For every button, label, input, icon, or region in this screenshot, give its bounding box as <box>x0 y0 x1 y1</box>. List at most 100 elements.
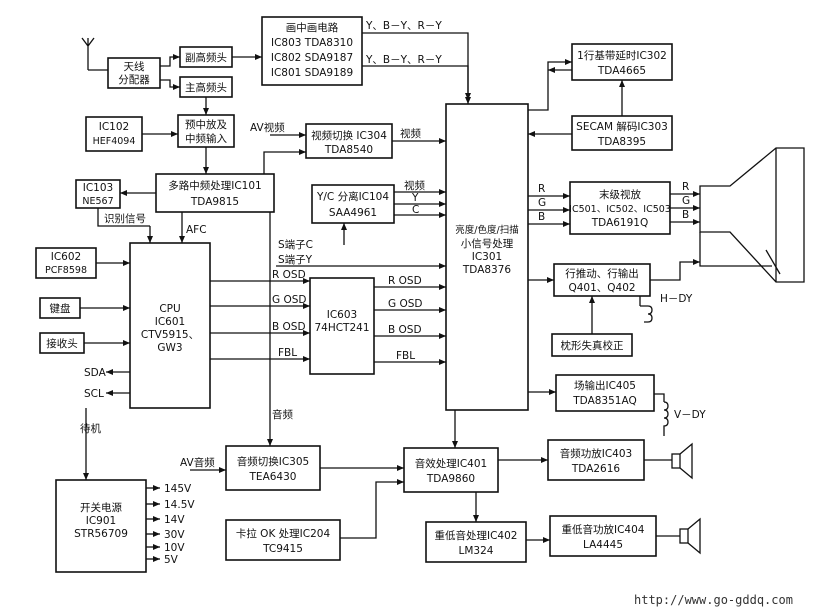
switching-power-supply: 开关电源 IC901 STR56709 <box>55 479 147 573</box>
svg-text:IC801 SDA9189: IC801 SDA9189 <box>271 67 353 79</box>
speaker-icon <box>671 442 693 480</box>
svg-text:场输出IC405: 场输出IC405 <box>574 379 636 392</box>
svg-text:IC803 TDA8310: IC803 TDA8310 <box>271 37 353 49</box>
bass-speaker-icon <box>679 517 701 555</box>
svg-text:SECAM 解码IC303: SECAM 解码IC303 <box>576 120 668 133</box>
svg-text:亮度/色度/扫描: 亮度/色度/扫描 <box>455 224 519 236</box>
svg-text:重低音功放IC404: 重低音功放IC404 <box>562 523 645 536</box>
svg-text:TDA8376: TDA8376 <box>462 264 512 276</box>
svg-text:末级视放: 末级视放 <box>599 188 641 201</box>
svg-text:LM324: LM324 <box>459 545 494 557</box>
antenna-splitter: 天线 分配器 <box>107 57 161 89</box>
svg-text:1行基带延时IC302: 1行基带延时IC302 <box>577 49 667 62</box>
bass-processor-ic402: 重低音处理IC402 LM324 <box>425 521 527 563</box>
label-c: C <box>412 204 419 216</box>
label-standby: 待机 <box>80 422 101 435</box>
label-14-5v: 14.5V <box>164 499 195 511</box>
ic103-block: IC103 NE567 <box>75 179 121 209</box>
svg-text:天线: 天线 <box>124 60 145 73</box>
label-g-osd-2: G OSD <box>388 298 423 310</box>
horizontal-output-stage: 行推动、行输出 Q401、Q402 <box>553 263 651 297</box>
svg-text:TDA4665: TDA4665 <box>597 65 646 77</box>
svg-text:TDA2616: TDA2616 <box>571 463 621 475</box>
svg-text:键盘: 键盘 <box>50 302 71 315</box>
svg-text:主高频头: 主高频头 <box>185 81 227 94</box>
sub-tuner: 副高频头 <box>179 46 233 68</box>
label-y: Y <box>411 192 419 204</box>
svg-text:CPU: CPU <box>159 303 180 315</box>
label-av-video: AV视频 <box>250 121 285 134</box>
label-fbl-2: FBL <box>396 350 415 362</box>
svg-text:STR56709: STR56709 <box>74 528 128 540</box>
svg-text:TDA6191Q: TDA6191Q <box>591 217 648 229</box>
svg-text:音频切换IC305: 音频切换IC305 <box>237 455 309 468</box>
label-afc: AFC <box>186 224 207 236</box>
svg-text:多路中频处理IC101: 多路中频处理IC101 <box>168 179 261 192</box>
svg-text:IC602: IC602 <box>51 251 81 263</box>
svg-text:视频切换 IC304: 视频切换 IC304 <box>311 129 387 142</box>
svg-text:SAA4961: SAA4961 <box>329 207 377 219</box>
video-output-stage: 末级视放 IC501、IC502、IC503 TDA6191Q <box>569 181 671 235</box>
ir-receiver: 接收头 <box>39 332 85 354</box>
svg-text:分配器: 分配器 <box>118 74 150 86</box>
svg-text:副高频头: 副高频头 <box>185 51 227 64</box>
cpu-ic601: CPU IC601 CTV5915、 GW3 <box>129 242 211 409</box>
label-h-dy: H－DY <box>660 293 693 305</box>
svg-text:TDA8540: TDA8540 <box>324 144 373 156</box>
label-b-osd-1: B OSD <box>272 321 306 333</box>
svg-text:IC102: IC102 <box>99 121 129 133</box>
svg-text:预中放及: 预中放及 <box>185 118 227 131</box>
label-g-out: G <box>682 195 690 207</box>
main-tuner: 主高频头 <box>179 76 233 98</box>
label-audio: 音频 <box>272 408 293 421</box>
svg-text:TC9415: TC9415 <box>262 543 303 555</box>
label-r-in: R <box>538 183 545 195</box>
svg-text:小信号处理: 小信号处理 <box>461 238 514 250</box>
main-signal-processor-ic301: 亮度/色度/扫描 小信号处理 IC301 TDA8376 <box>445 103 529 411</box>
svg-text:NE567: NE567 <box>82 196 113 207</box>
svg-text:PCF8598: PCF8598 <box>45 265 87 276</box>
label-5v: 5V <box>164 554 179 566</box>
svg-text:GW3: GW3 <box>157 342 182 354</box>
ic603-buffer: IC603 74HCT241 <box>309 277 375 375</box>
field-output-ic405: 场输出IC405 TDA8351AQ <box>555 374 655 412</box>
bass-amplifier-ic404: 重低音功放IC404 LA4445 <box>549 515 657 557</box>
keypad: 键盘 <box>39 297 81 319</box>
svg-text:TDA9860: TDA9860 <box>426 473 475 485</box>
svg-text:中频输入: 中频输入 <box>185 132 227 145</box>
audio-amplifier-ic403: 音频功放IC403 TDA2616 <box>547 439 645 481</box>
video-switch-ic304: 视频切换 IC304 TDA8540 <box>305 123 393 159</box>
svg-text:LA4445: LA4445 <box>583 539 623 551</box>
yc-separator-ic104: Y/C 分离IC104 SAA4961 <box>311 184 395 224</box>
svg-text:开关电源: 开关电源 <box>80 501 122 514</box>
antenna-icon <box>81 37 108 71</box>
svg-text:IC103: IC103 <box>83 182 113 194</box>
label-145v: 145V <box>164 483 192 495</box>
svg-text:画中画电路: 画中画电路 <box>286 21 339 34</box>
svg-text:IC601: IC601 <box>155 316 185 328</box>
svg-text:音效处理IC401: 音效处理IC401 <box>415 457 487 470</box>
label-av-audio: AV音频 <box>180 456 215 469</box>
label-video-2: 视频 <box>404 179 425 192</box>
line-delay-ic302: 1行基带延时IC302 TDA4665 <box>571 43 673 81</box>
svg-text:74HCT241: 74HCT241 <box>314 322 369 334</box>
preamp-if-input: 预中放及 中频输入 <box>177 114 235 148</box>
label-30v: 30V <box>164 529 185 541</box>
label-b-out: B <box>682 209 689 221</box>
karaoke-ic204: 卡拉 OK 处理IC204 TC9415 <box>225 519 341 561</box>
label-r-osd-2: R OSD <box>388 275 422 287</box>
svg-text:音频功放IC403: 音频功放IC403 <box>560 447 632 460</box>
ic602-block: IC602 PCF8598 <box>35 247 97 279</box>
svg-text:CTV5915、: CTV5915、 <box>141 329 199 341</box>
label-14v: 14V <box>164 514 185 526</box>
label-yuv-1: Y、B－Y、R－Y <box>365 20 442 32</box>
label-r-out: R <box>682 181 689 193</box>
secam-decoder-ic303: SECAM 解码IC303 TDA8395 <box>571 115 673 151</box>
if-processor-ic101: 多路中频处理IC101 TDA9815 <box>155 173 275 213</box>
pincushion-correction: 枕形失真校正 <box>551 333 633 357</box>
svg-text:行推动、行输出: 行推动、行输出 <box>565 267 639 280</box>
label-yuv-2: Y、B－Y、R－Y <box>365 54 442 66</box>
label-10v: 10V <box>164 542 185 554</box>
label-g-in: G <box>538 197 546 209</box>
